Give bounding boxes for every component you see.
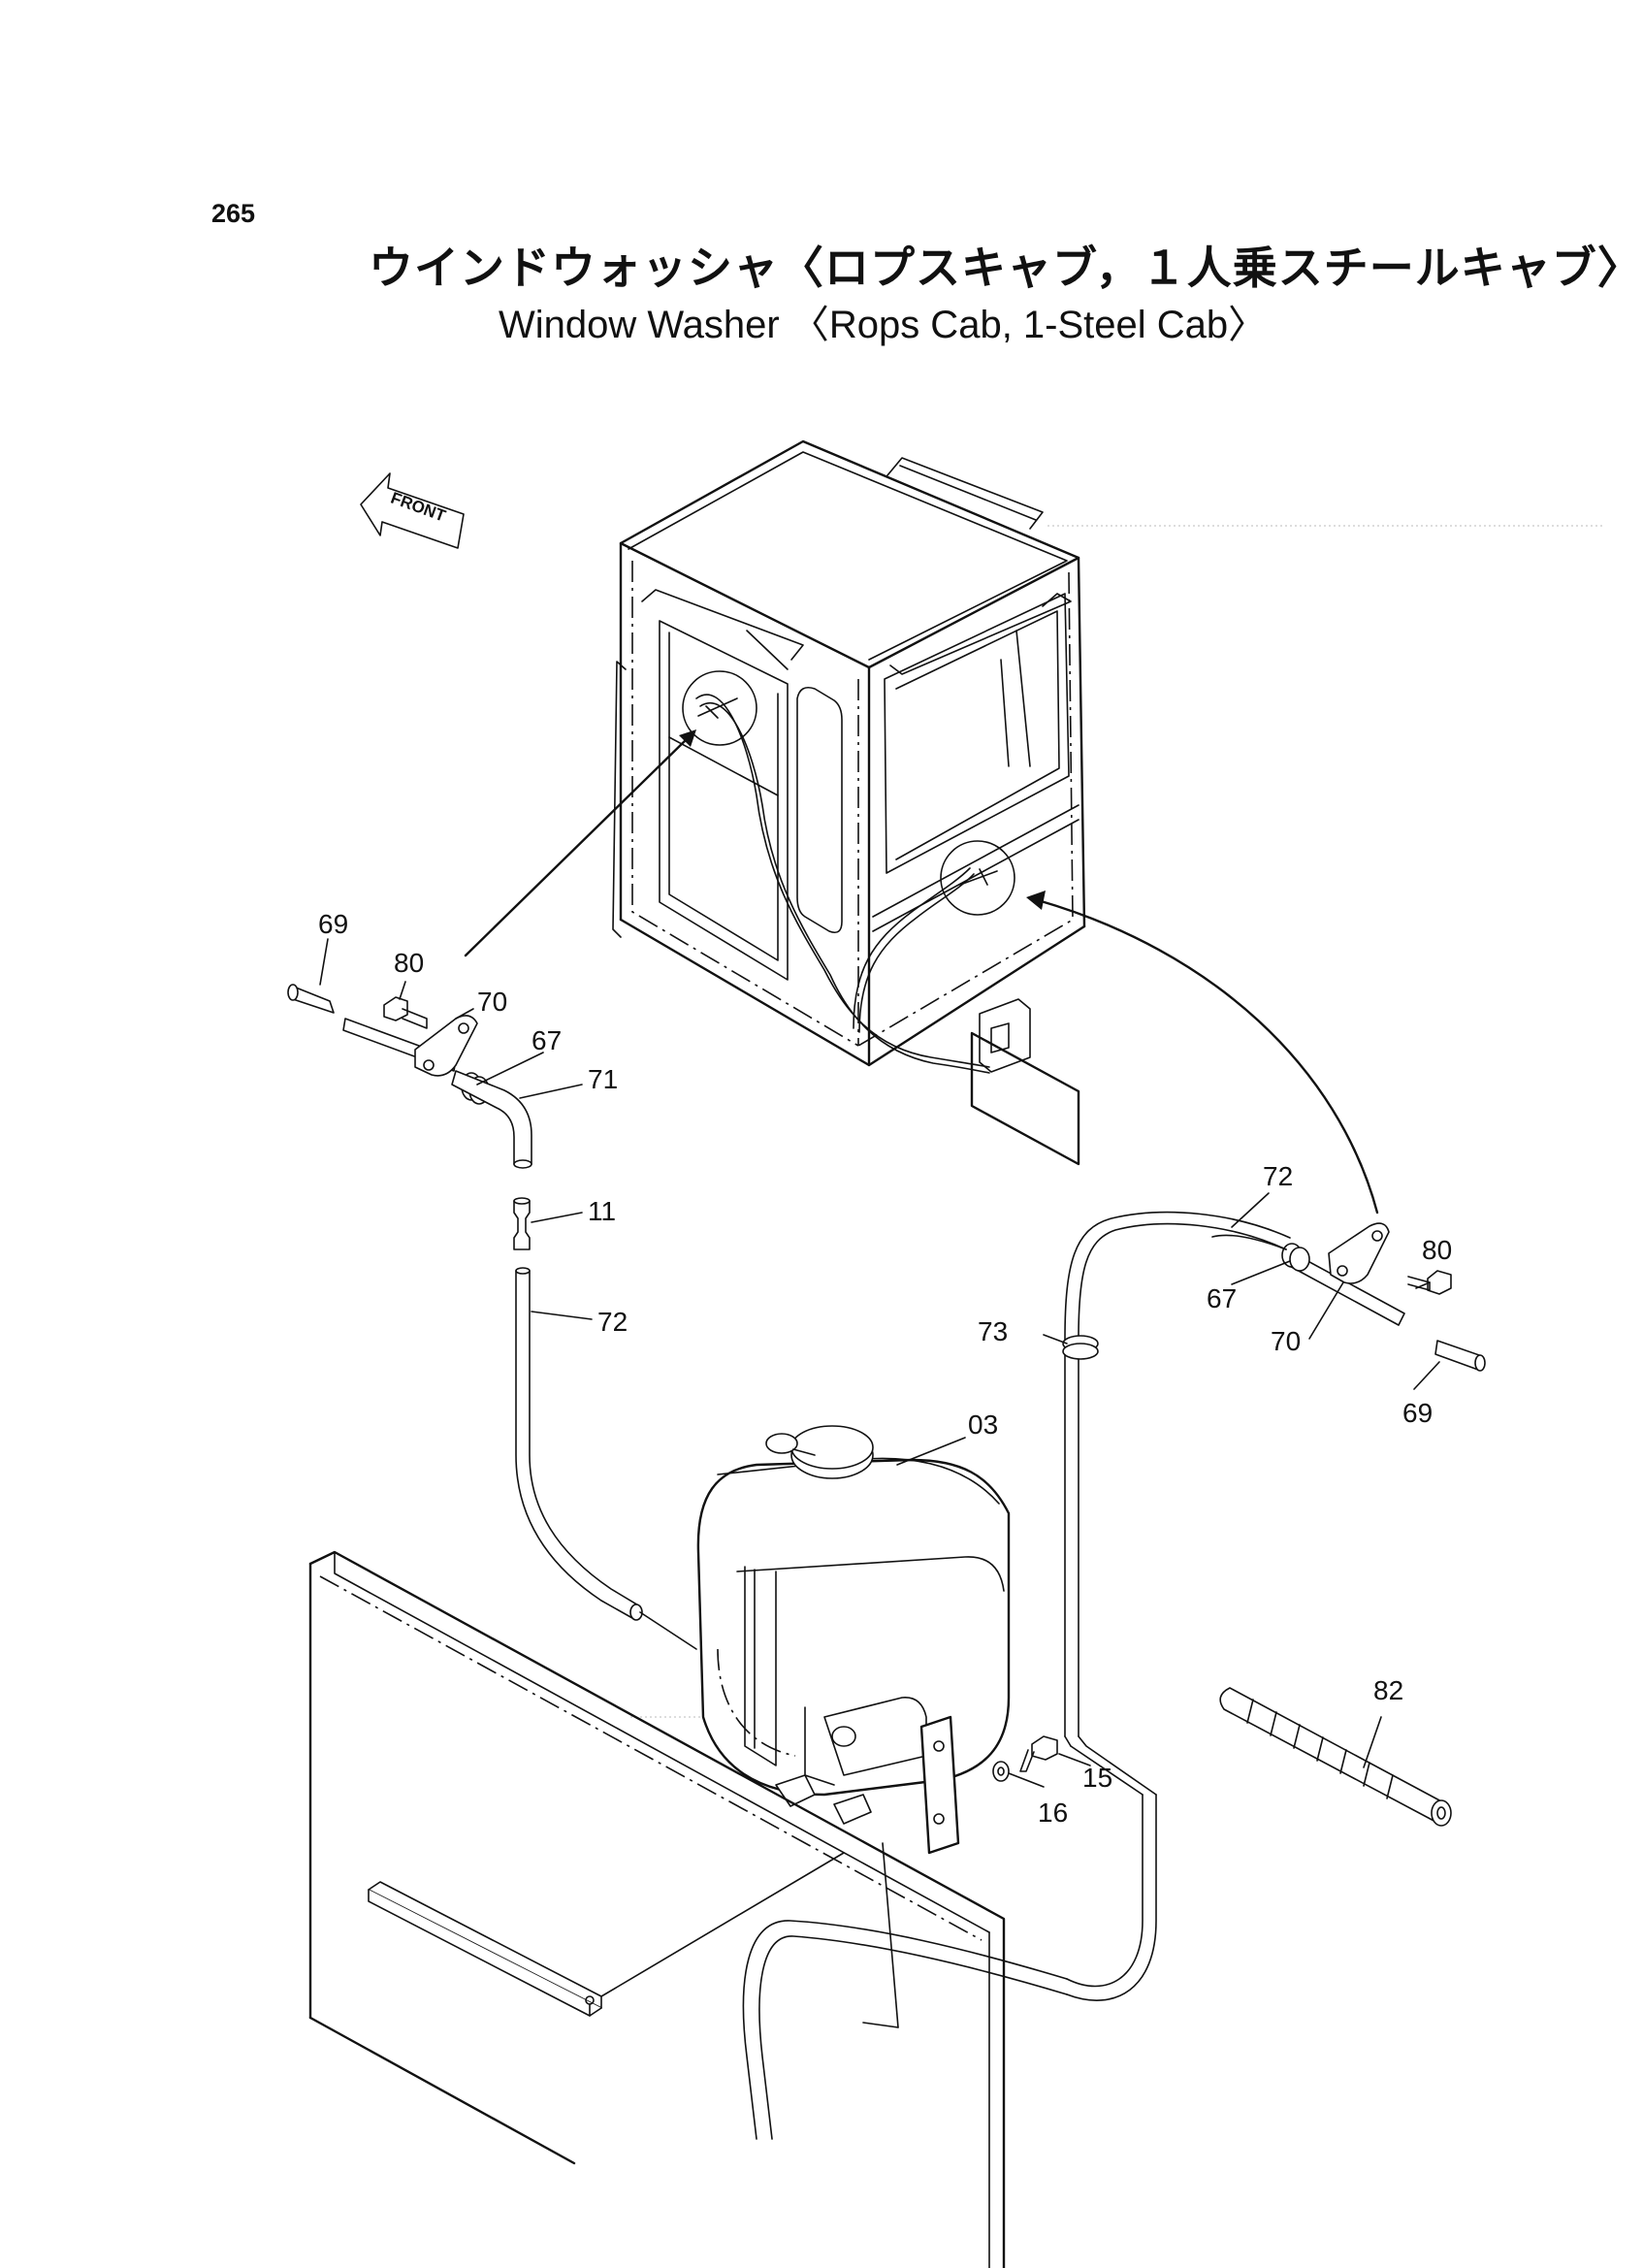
callout-16: 16 (1038, 1798, 1068, 1828)
leader-arrow-right (1036, 898, 1379, 1215)
leader-arrow-left (464, 735, 691, 957)
callout-67-right: 67 (1207, 1283, 1237, 1313)
mounting-panel (308, 1550, 1006, 2268)
callout-67-left: 67 (532, 1025, 562, 1055)
callout-71: 71 (588, 1064, 618, 1094)
title-japanese: ウインドウォッシャ〈ロプスキャブ，１人乗スチールキャブ〉 (369, 242, 1643, 294)
callout-82: 82 (1373, 1675, 1403, 1705)
callout-80-left: 80 (394, 948, 424, 978)
callout-11: 11 (588, 1196, 616, 1226)
callout-80-right: 80 (1422, 1235, 1452, 1265)
right-nozzle-assembly (742, 1211, 1486, 2140)
bolt-and-washer (992, 1735, 1058, 1782)
callout-03: 03 (968, 1409, 998, 1440)
callout-70-left: 70 (477, 987, 507, 1017)
callout-69-right: 69 (1402, 1398, 1433, 1428)
title-english: Window Washer 〈Rops Cab, 1-Steel Cab〉 (499, 304, 1268, 346)
callout-72-right: 72 (1263, 1161, 1293, 1191)
front-arrow-icon: FRONT (360, 472, 465, 549)
callout-69-left: 69 (318, 909, 348, 939)
cab-illustration (612, 439, 1086, 1166)
callout-70-right: 70 (1271, 1326, 1301, 1356)
left-nozzle-assembly (287, 984, 697, 1650)
callout-15: 15 (1082, 1763, 1112, 1793)
callout-73: 73 (978, 1316, 1008, 1346)
washer-tank (696, 1425, 1011, 1855)
page-number: 265 (211, 199, 256, 228)
leader-lines (319, 938, 1440, 1788)
parts-diagram: FRONT (287, 439, 1605, 2268)
callout-72-left: 72 (597, 1307, 628, 1337)
hose-guard-spring (1219, 1687, 1452, 1827)
arrowhead-icon (679, 729, 696, 747)
arrowhead-icon (1026, 891, 1046, 910)
